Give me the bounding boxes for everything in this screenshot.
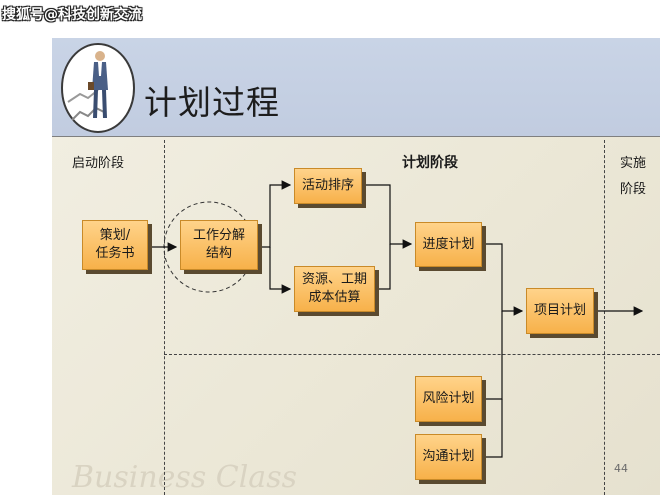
link-wbs-resource <box>269 247 292 294</box>
node-project-plan-label: 项目计划 <box>533 303 586 318</box>
phase-execution-label-1: 实施 <box>620 156 647 171</box>
businessman-illustration-icon <box>61 43 135 133</box>
link-resource-schedule <box>375 244 391 290</box>
link-comm-project <box>482 399 503 458</box>
link-risk-project <box>482 311 503 400</box>
node-wbs: 工作分解 结构 <box>180 220 258 270</box>
node-communication-plan-label: 沟通计划 <box>422 449 475 464</box>
background-script: Business Class <box>72 460 297 495</box>
title-divider <box>52 136 660 137</box>
slide: 计划过程 Business Class 启动阶段 计划阶段 实施 阶段 <box>52 38 660 495</box>
title-band <box>52 38 660 136</box>
flow-connectors <box>152 180 644 458</box>
node-risk-plan: 风险计划 <box>415 376 482 422</box>
node-project-plan: 项目计划 <box>526 288 594 334</box>
link-schedule-project <box>482 243 524 316</box>
phase-execution-label-2: 阶段 <box>620 182 647 197</box>
node-communication-plan: 沟通计划 <box>415 434 482 480</box>
node-schedule-label: 进度计划 <box>422 236 475 252</box>
node-activity-sequencing: 活动排序 <box>294 168 362 204</box>
node-wbs-label: 工作分解 结构 <box>192 228 245 261</box>
phase-planning-label: 计划阶段 <box>402 155 458 171</box>
phase-separator-execution <box>604 140 605 495</box>
node-resource-cost: 资源、工期 成本估算 <box>294 266 375 312</box>
page-number: 44 <box>614 462 628 475</box>
node-activity-sequencing-label: 活动排序 <box>301 178 354 193</box>
phase-separator-initiation <box>164 140 165 495</box>
link-activity-schedule <box>352 184 413 249</box>
node-charter: 策划/ 任务书 <box>82 220 148 270</box>
page-title: 计划过程 <box>144 83 280 122</box>
node-risk-plan-label: 风险计划 <box>422 391 475 406</box>
node-resource-cost-label: 资源、工期 成本估算 <box>301 272 367 305</box>
link-wbs-branch <box>262 180 292 248</box>
support-plans-separator <box>164 354 660 355</box>
watermark-text: 搜狐号@科技创新交流 <box>2 7 142 23</box>
phase-initiation-label: 启动阶段 <box>72 156 125 171</box>
node-schedule: 进度计划 <box>415 222 482 267</box>
node-charter-label: 策划/ 任务书 <box>95 228 135 261</box>
